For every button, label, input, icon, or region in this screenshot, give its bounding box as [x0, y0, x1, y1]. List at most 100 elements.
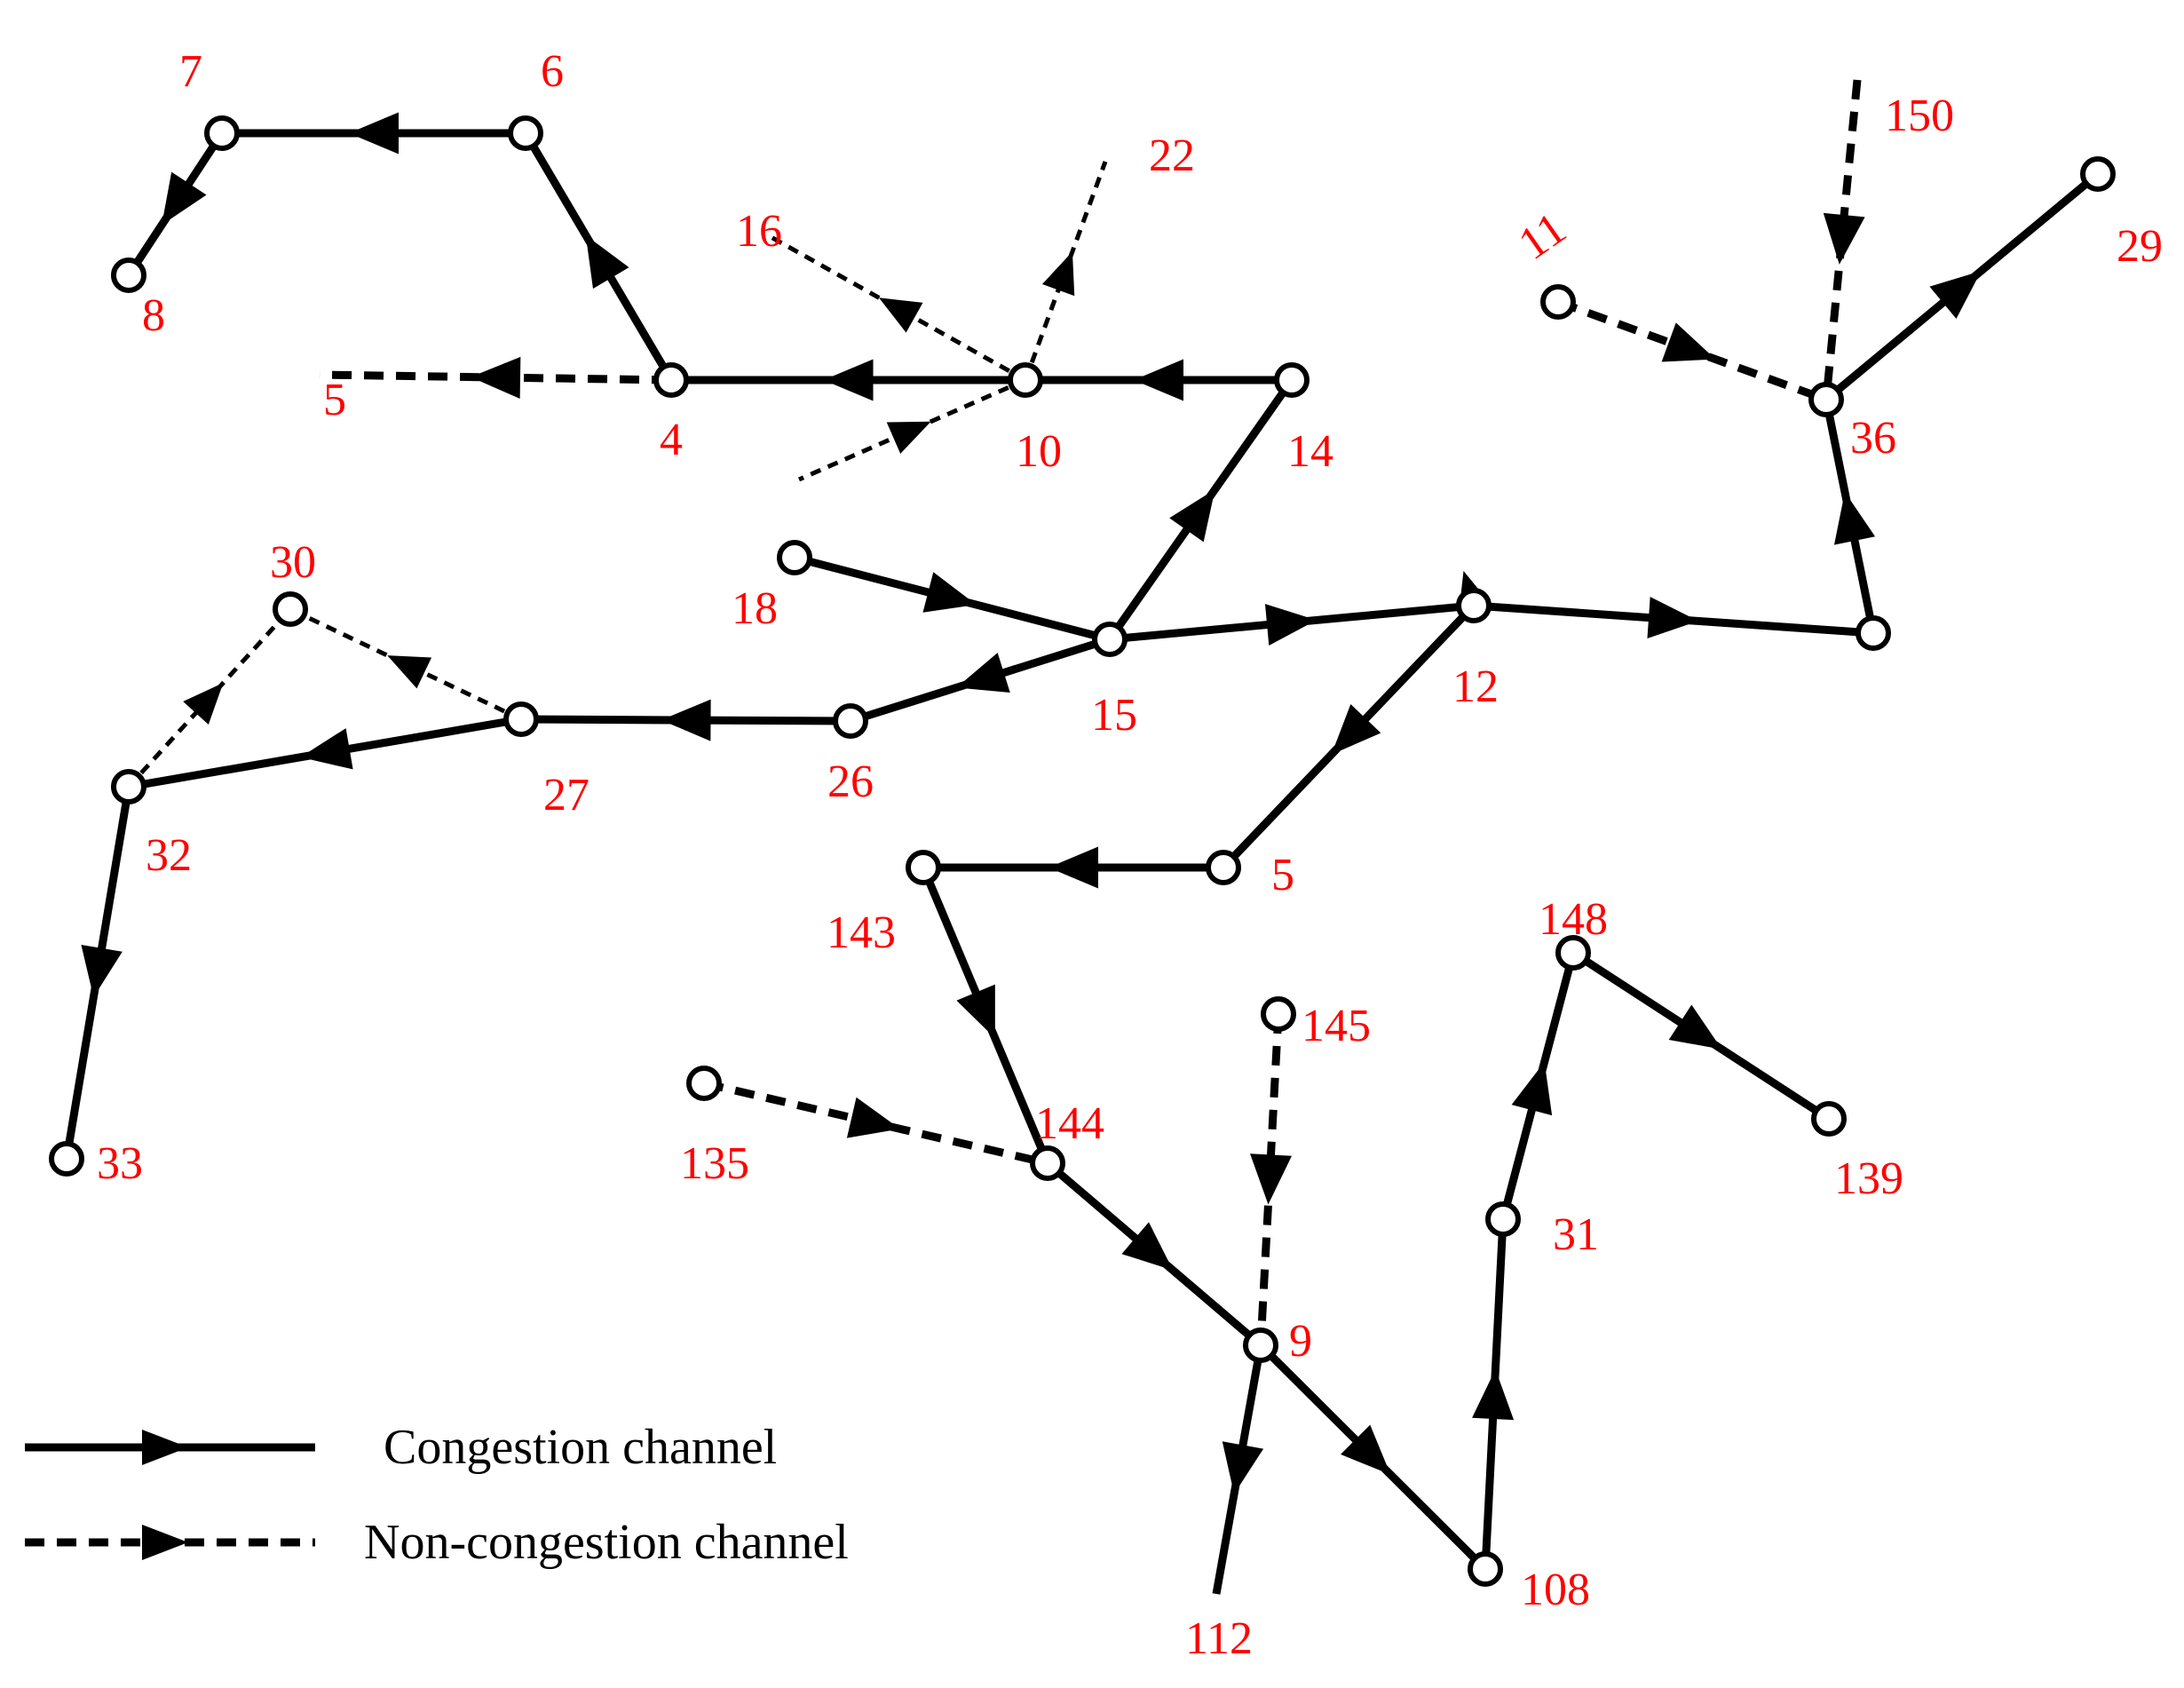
edge-line [766, 233, 1027, 383]
edge-arrowhead [1222, 1441, 1264, 1494]
node-n27 [503, 701, 539, 737]
edge-n10-s22 [1023, 161, 1108, 381]
edge-arrowhead [1833, 492, 1876, 545]
edge-line [797, 377, 1027, 482]
label-n29: 29 [2117, 221, 2163, 272]
node-n26 [833, 703, 868, 739]
edge-arrowhead [823, 359, 874, 401]
label-n8: 8 [142, 290, 165, 341]
edge-arrowhead [1134, 359, 1183, 401]
label-n12: 12 [1452, 662, 1499, 712]
nodes-layer [49, 115, 2116, 1587]
edge-nR-n36 [1822, 399, 1878, 634]
label-s22: 22 [1149, 131, 1195, 181]
edge-arrowhead [1048, 846, 1098, 889]
node-n10 [1008, 362, 1043, 398]
label-n15: 15 [1091, 690, 1137, 741]
node-n18 [777, 540, 812, 575]
legend-congestion-label: Congestion channel [384, 1420, 777, 1475]
node-n8 [111, 258, 146, 293]
edge-n4-s5 [319, 356, 672, 399]
node-n143 [906, 850, 941, 885]
edge-arrowhead [300, 728, 353, 770]
edge-arrowhead [81, 945, 123, 998]
edge-arrowhead [349, 112, 399, 155]
node-n33 [49, 1141, 84, 1177]
node-nR [1856, 615, 1891, 651]
edge-n9-s112 [1212, 1344, 1265, 1595]
edge-n15-n14 [1106, 377, 1295, 642]
edge-arrowhead [956, 984, 995, 1039]
edge-arrowhead [1823, 212, 1865, 265]
node-n108 [1468, 1551, 1503, 1587]
edge-arrowhead [878, 297, 923, 333]
edge-n31-n148 [1499, 951, 1578, 1221]
edge-n135-n144 [702, 1079, 1049, 1168]
edge-arrowhead [1661, 322, 1716, 362]
label-n30: 30 [270, 537, 316, 588]
edge-arrowhead [1668, 1004, 1722, 1050]
edge-n11-n36 [1556, 297, 1828, 404]
label-s150: 150 [1885, 91, 1954, 141]
node-n11 [1540, 284, 1576, 320]
edge-n14-n10 [1025, 359, 1292, 401]
label-n5b: 5 [1271, 850, 1294, 900]
legend-congestion-line [25, 1430, 315, 1465]
edge-n10-n4 [671, 359, 1025, 401]
edge-arrowhead [1250, 1153, 1292, 1205]
label-n145: 145 [1302, 1001, 1371, 1051]
edge-n10-s16 [766, 233, 1027, 383]
edge-n26-n27 [520, 699, 851, 741]
edge-n9-n108 [1257, 1342, 1489, 1573]
node-n36 [1808, 382, 1844, 417]
edge-arrowhead [387, 655, 432, 689]
edge-arrowhead [1169, 489, 1215, 543]
legend: Congestion channel Non-congestion channe… [25, 1420, 849, 1570]
label-n10: 10 [1016, 426, 1062, 477]
label-n144: 144 [1035, 1098, 1104, 1149]
label-n18: 18 [732, 583, 778, 634]
edge-arrowhead [1647, 597, 1698, 639]
edge-arrowhead [1472, 1369, 1515, 1421]
node-n12 [1456, 588, 1492, 623]
label-n27: 27 [543, 770, 590, 820]
edge-arrowhead [1264, 604, 1317, 646]
label-n108: 108 [1521, 1565, 1590, 1615]
label-n36: 36 [1850, 413, 1896, 464]
legend-non-congestion-label: Non-congestion channel [364, 1515, 849, 1570]
label-n135: 135 [680, 1138, 749, 1189]
edge-arrowhead [1929, 271, 1982, 319]
node-n144 [1030, 1145, 1065, 1181]
edge-n12-n5b [1220, 602, 1477, 871]
node-n9 [1243, 1327, 1278, 1363]
label-n7: 7 [179, 46, 202, 97]
node-n5b [1206, 850, 1241, 885]
edge-n12-nR [1473, 597, 1874, 639]
node-n148 [1555, 935, 1591, 971]
label-n14: 14 [1287, 426, 1333, 477]
edge-arrowhead [1041, 251, 1075, 297]
label-n6: 6 [541, 46, 564, 97]
edge-arrowhead [1511, 1061, 1553, 1116]
label-n139: 139 [1834, 1153, 1903, 1204]
node-n29 [2080, 156, 2116, 192]
edge-s150-n36 [1822, 79, 1865, 400]
edge-n18-n15 [793, 553, 1112, 644]
edge-n27-n32 [128, 715, 522, 791]
label-n32: 32 [146, 830, 192, 881]
node-n6 [508, 115, 543, 151]
node-n135 [686, 1066, 722, 1101]
label-n11: 11 [1510, 203, 1576, 270]
edge-n4-n6 [522, 131, 675, 383]
edge-n27-n30 [289, 606, 523, 722]
node-n4 [653, 362, 689, 398]
label-s16: 16 [736, 206, 782, 257]
edges-layer [62, 79, 2101, 1595]
edge-arrowhead [471, 356, 521, 399]
node-n139 [1811, 1101, 1847, 1137]
label-s5: 5 [323, 375, 346, 425]
label-n31: 31 [1553, 1209, 1599, 1260]
label-n9: 9 [1289, 1316, 1312, 1367]
edge-n36-n29 [1824, 170, 2101, 403]
